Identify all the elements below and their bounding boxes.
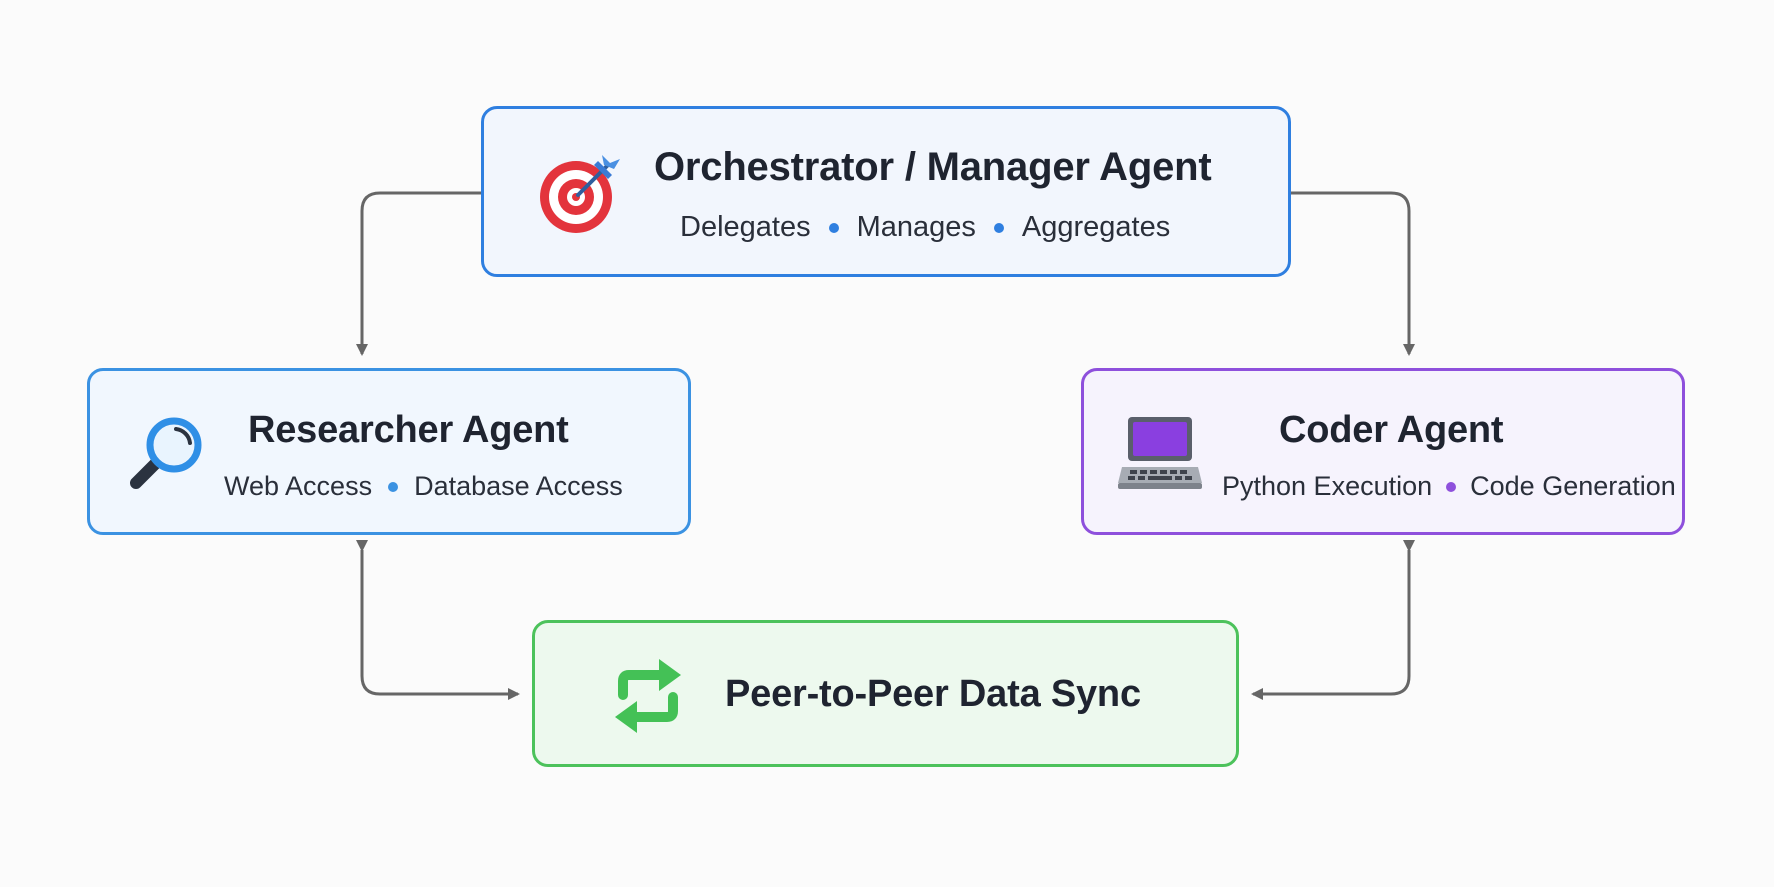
connector-coder-sync: [1251, 540, 1415, 700]
sync-arrows-icon: [611, 657, 685, 735]
tag-manages: Manages: [856, 211, 976, 243]
separator-dot: [388, 481, 399, 492]
orchestrator-tags: Delegates Manages Aggregates: [680, 211, 1170, 244]
target-dart-icon: [538, 151, 622, 235]
researcher-node[interactable]: Researcher Agent Web Access Database Acc…: [87, 368, 691, 535]
laptop-icon: [1118, 415, 1202, 491]
researcher-title: Researcher Agent: [248, 409, 569, 451]
connector-orchestrator-to-coder: [1291, 191, 1415, 356]
tag-python-execution: Python Execution: [1222, 471, 1433, 501]
orchestrator-title: Orchestrator / Manager Agent: [654, 145, 1212, 189]
sync-title: Peer-to-Peer Data Sync: [725, 673, 1141, 715]
coder-title: Coder Agent: [1279, 409, 1504, 451]
researcher-tags: Web Access Database Access: [224, 471, 623, 502]
tag-aggregates: Aggregates: [1021, 211, 1171, 243]
coder-tags: Python Execution Code Generation: [1222, 471, 1676, 502]
separator-dot: [993, 222, 1004, 233]
connector-orchestrator-to-researcher: [356, 191, 481, 356]
tag-web-access: Web Access: [224, 471, 373, 501]
tag-code-generation: Code Generation: [1470, 471, 1676, 501]
connector-researcher-sync: [356, 540, 520, 700]
separator-dot: [828, 222, 839, 233]
sync-node[interactable]: Peer-to-Peer Data Sync: [532, 620, 1239, 767]
coder-node[interactable]: Coder Agent Python Execution Code Genera…: [1081, 368, 1685, 535]
tag-database-access: Database Access: [414, 471, 623, 501]
magnifier-icon: [126, 413, 206, 493]
orchestrator-node[interactable]: Orchestrator / Manager Agent Delegates M…: [481, 106, 1291, 277]
separator-dot: [1446, 481, 1457, 492]
tag-delegates: Delegates: [680, 211, 811, 243]
